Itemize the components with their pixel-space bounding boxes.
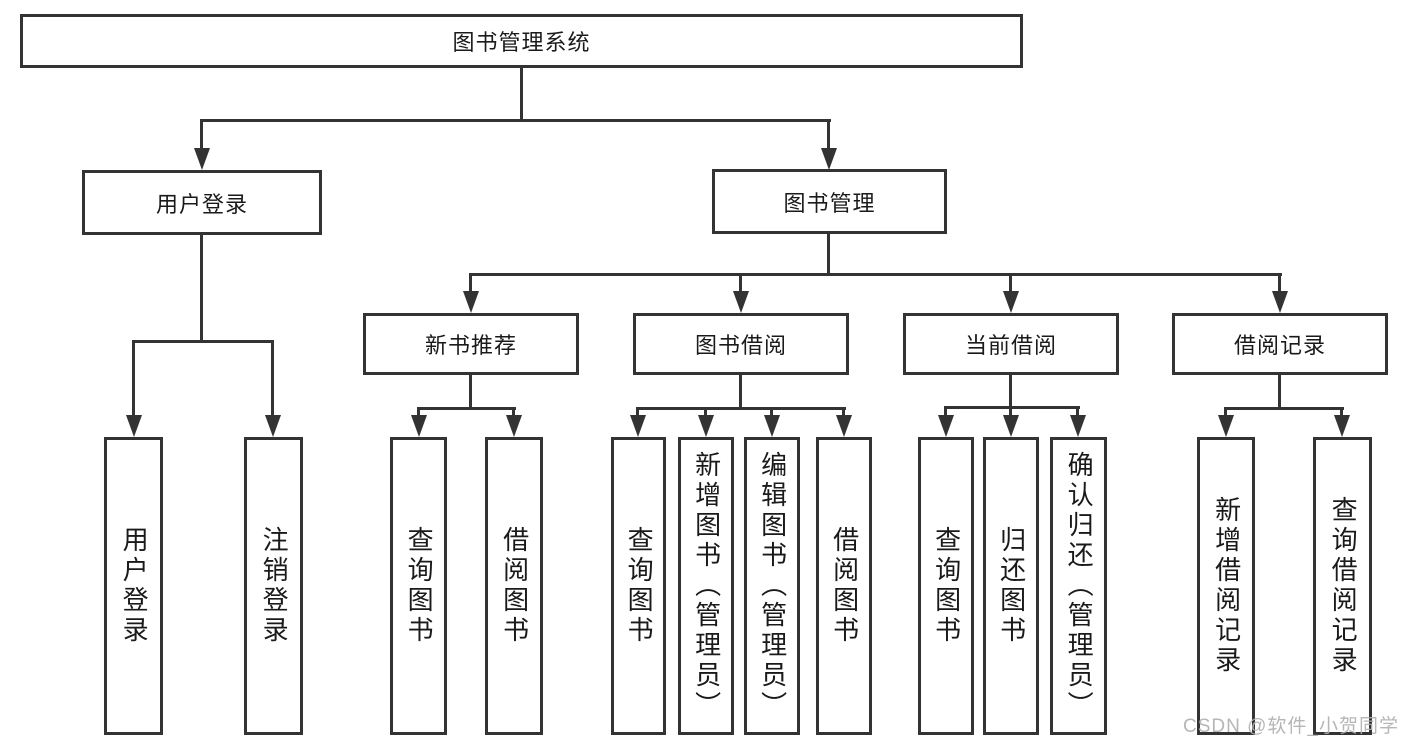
arrow-down-icon xyxy=(1334,415,1350,437)
connector-user-login-drop xyxy=(200,119,203,150)
connector-current-borrow-drop xyxy=(1009,273,1012,293)
node-user-login-label: 用户登录 xyxy=(155,191,248,217)
connector-leaf-drop xyxy=(842,407,845,419)
connector-borrow-records-drop xyxy=(1278,273,1281,293)
leaf-current-query-books: 查询图书 xyxy=(918,437,974,735)
leaf-borrow-query-books: 查询图书 xyxy=(611,437,666,735)
connector-book-borrow-rail xyxy=(636,407,846,410)
node-borrow-records-label: 借阅记录 xyxy=(1233,333,1326,358)
connector-leaf-drop xyxy=(417,407,420,419)
arrow-down-icon xyxy=(733,291,749,313)
arrow-down-icon xyxy=(630,415,646,437)
arrow-down-icon xyxy=(1272,291,1288,313)
leaf-logout-label: 注销登录 xyxy=(259,526,290,646)
connector-leaf-drop xyxy=(1340,407,1343,419)
leaf-current-confirm-return-admin: 确认归还（管理员） xyxy=(1050,437,1107,735)
node-book-borrow: 图书借阅 xyxy=(633,313,849,375)
leaf-user-login-label: 用户登录 xyxy=(119,526,150,646)
connector-leaf-drop xyxy=(271,340,274,419)
connector-user-login-rail xyxy=(132,340,274,343)
connector-leaf-drop xyxy=(1009,406,1012,419)
node-book-mgmt-label: 图书管理 xyxy=(783,190,876,216)
csdn-watermark: CSDN @软件_小贺同学 xyxy=(1183,716,1399,737)
leaf-borrow-edit-books-admin: 编辑图书（管理员） xyxy=(744,437,800,735)
connector-current-borrow-rail xyxy=(944,406,1080,409)
connector-level2-rail xyxy=(200,119,831,122)
connector-borrow-records-rail xyxy=(1224,407,1344,410)
connector-new-book-rail xyxy=(417,407,516,410)
arrow-down-icon xyxy=(821,148,837,170)
connector-book-mgmt-stem xyxy=(827,234,830,276)
connector-new-book-drop xyxy=(469,273,472,293)
node-borrow-records: 借阅记录 xyxy=(1172,313,1388,375)
node-root: 图书管理系统 xyxy=(20,14,1023,68)
connector-leaf-drop xyxy=(1224,407,1227,419)
connector-borrow-records-stem xyxy=(1278,375,1281,410)
leaf-newrec-borrow-books: 借阅图书 xyxy=(485,437,543,735)
arrow-down-icon xyxy=(463,291,479,313)
arrow-down-icon xyxy=(1003,291,1019,313)
connector-leaf-drop xyxy=(636,407,639,419)
node-user-login: 用户登录 xyxy=(82,170,322,235)
connector-leaf-drop xyxy=(944,406,947,419)
connector-leaf-drop xyxy=(770,407,773,419)
leaf-label: 借阅图书 xyxy=(829,526,860,646)
leaf-borrow-borrow-books: 借阅图书 xyxy=(816,437,872,735)
arrow-down-icon xyxy=(764,415,780,437)
node-new-book-rec-label: 新书推荐 xyxy=(424,333,517,358)
connector-leaf-drop xyxy=(704,407,707,419)
arrow-down-icon xyxy=(938,415,954,437)
leaf-borrow-add-books-admin: 新增图书（管理员） xyxy=(678,437,734,735)
leaf-current-return-books: 归还图书 xyxy=(983,437,1039,735)
node-root-label: 图书管理系统 xyxy=(452,30,591,55)
node-book-mgmt: 图书管理 xyxy=(712,169,947,234)
leaf-label: 查询图书 xyxy=(931,526,962,646)
arrow-down-icon xyxy=(1003,415,1019,437)
connector-leaf-drop xyxy=(512,407,515,419)
leaf-label: 编辑图书（管理员） xyxy=(757,451,788,721)
arrow-down-icon xyxy=(698,415,714,437)
connector-leaf-drop xyxy=(1076,406,1079,419)
leaf-label: 确认归还（管理员） xyxy=(1064,451,1095,721)
leaf-label: 查询图书 xyxy=(624,526,655,646)
node-current-borrow: 当前借阅 xyxy=(903,313,1119,375)
leaf-label: 新增借阅记录 xyxy=(1211,496,1242,676)
arrow-down-icon xyxy=(836,415,852,437)
leaf-logout: 注销登录 xyxy=(244,437,303,735)
connector-user-login-stem xyxy=(200,235,203,343)
arrow-down-icon xyxy=(126,415,142,437)
leaf-label: 归还图书 xyxy=(996,526,1027,646)
leaf-newrec-query-books: 查询图书 xyxy=(390,437,447,735)
arrow-down-icon xyxy=(1070,415,1086,437)
arrow-down-icon xyxy=(194,148,210,170)
leaf-label: 新增图书（管理员） xyxy=(691,451,722,721)
leaf-records-add-record: 新增借阅记录 xyxy=(1197,437,1255,735)
arrow-down-icon xyxy=(265,415,281,437)
leaf-label: 查询借阅记录 xyxy=(1328,496,1359,676)
arrow-down-icon xyxy=(1218,415,1234,437)
leaf-user-login: 用户登录 xyxy=(104,437,163,735)
node-new-book-rec: 新书推荐 xyxy=(363,313,579,375)
connector-book-borrow-stem xyxy=(739,375,742,410)
arrow-down-icon xyxy=(411,415,427,437)
node-current-borrow-label: 当前借阅 xyxy=(964,333,1057,358)
connector-leaf-drop xyxy=(132,340,135,419)
leaf-label: 借阅图书 xyxy=(499,526,530,646)
leaf-records-query-record: 查询借阅记录 xyxy=(1313,437,1372,735)
connector-level3-rail xyxy=(470,273,1282,276)
connector-root-stem xyxy=(520,68,523,122)
connector-current-borrow-stem xyxy=(1009,375,1012,409)
connector-new-book-stem xyxy=(469,375,472,410)
leaf-label: 查询图书 xyxy=(404,526,435,646)
arrow-down-icon xyxy=(506,415,522,437)
connector-book-mgmt-drop xyxy=(827,119,830,150)
connector-book-borrow-drop xyxy=(739,273,742,293)
node-book-borrow-label: 图书借阅 xyxy=(694,333,787,358)
